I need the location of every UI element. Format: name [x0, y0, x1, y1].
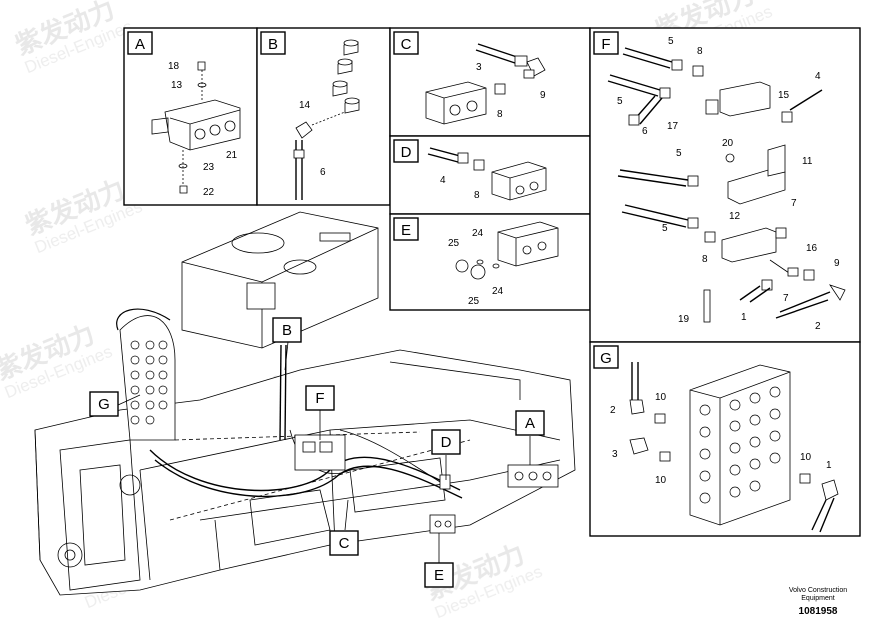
- part-number: 17: [667, 121, 679, 132]
- panel-c-frame: [389, 27, 591, 137]
- part-number: 6: [642, 126, 648, 137]
- callout-leaders: [117, 341, 531, 563]
- part-number: 1: [741, 312, 747, 323]
- part-number: 19: [678, 314, 690, 325]
- panel-g-label: G: [600, 350, 612, 367]
- part-number: 9: [540, 90, 546, 101]
- panel-e-label: E: [401, 222, 411, 239]
- part-number: 20: [722, 138, 734, 149]
- callout-a-label: A: [525, 415, 535, 432]
- footer: Volvo Construction Equipment 1081958: [789, 587, 847, 617]
- panel-g: G 10 2 3 10 10 1: [593, 345, 839, 533]
- part-number: 12: [729, 211, 741, 222]
- part-number: 10: [655, 392, 667, 403]
- panel-f-label: F: [601, 36, 610, 53]
- machine-frame-drawing: [34, 211, 576, 596]
- part-number: 23: [203, 162, 215, 173]
- part-number: 24: [472, 228, 484, 239]
- part-number: 5: [676, 148, 682, 159]
- part-number: 7: [783, 293, 789, 304]
- panel-e-frame: [389, 213, 591, 311]
- part-number: 18: [168, 61, 180, 72]
- part-number: 2: [815, 321, 821, 332]
- callout-b-label: B: [282, 322, 292, 339]
- control-valve-main: [116, 308, 176, 441]
- part-number: 21: [226, 150, 238, 161]
- part-number: 16: [806, 243, 818, 254]
- part-number: 4: [440, 175, 446, 186]
- panel-b-label: B: [268, 36, 278, 53]
- panel-d-frame: [389, 135, 591, 215]
- part-number: 10: [655, 475, 667, 486]
- part-number: 5: [668, 36, 674, 47]
- callout-a: A: [515, 410, 545, 436]
- callout-g-label: G: [98, 396, 110, 413]
- part-number: 1: [826, 460, 832, 471]
- part-number: 4: [815, 71, 821, 82]
- panel-c-label: C: [401, 36, 412, 53]
- callout-g: G: [89, 391, 119, 417]
- part-number: 9: [834, 258, 840, 269]
- callout-d-label: D: [441, 434, 452, 451]
- part-number: 11: [802, 156, 813, 167]
- panel-e: E 24 25 24 25: [393, 217, 559, 307]
- panel-c: C 3 9 8: [393, 31, 546, 125]
- part-number: 25: [468, 296, 480, 307]
- brand-line-2: Equipment: [801, 595, 835, 602]
- panel-a-label: A: [135, 36, 145, 53]
- part-number: 13: [171, 80, 183, 91]
- part-number: 3: [612, 449, 618, 460]
- part-number: 5: [617, 96, 623, 107]
- callout-e-label: E: [434, 567, 444, 584]
- callout-c-label: C: [339, 535, 350, 552]
- part-number: 15: [778, 90, 790, 101]
- part-number: 14: [299, 100, 311, 111]
- panel-b: B 14 6: [260, 31, 360, 200]
- part-number: 6: [320, 167, 326, 178]
- callout-f-label: F: [315, 390, 324, 407]
- part-number: 8: [497, 109, 503, 120]
- part-number: 10: [800, 452, 812, 463]
- panel-a: A 18 13 21 23 22: [127, 31, 241, 198]
- part-number: 24: [492, 286, 504, 297]
- document-id: 1081958: [799, 606, 838, 617]
- callout-f: F: [305, 385, 335, 411]
- part-number: 25: [448, 238, 460, 249]
- part-number: 8: [702, 254, 708, 265]
- part-number: 22: [203, 187, 215, 198]
- callout-d: D: [431, 429, 461, 455]
- panel-f-frame: [589, 27, 861, 343]
- panel-frames: [123, 27, 861, 537]
- panel-f: F: [593, 31, 846, 332]
- part-number: 8: [697, 46, 703, 57]
- callout-e: E: [424, 562, 454, 588]
- part-number: 2: [610, 405, 616, 416]
- part-number: 5: [662, 223, 668, 234]
- part-number: 7: [791, 198, 797, 209]
- part-number: 3: [476, 62, 482, 73]
- callout-c: C: [329, 530, 359, 556]
- callout-b: B: [272, 317, 302, 343]
- panel-d-label: D: [401, 144, 412, 161]
- part-number: 8: [474, 190, 480, 201]
- panel-d: D 4 8: [393, 139, 547, 201]
- brand-line-1: Volvo Construction: [789, 587, 847, 594]
- panel-b-frame: [256, 27, 391, 206]
